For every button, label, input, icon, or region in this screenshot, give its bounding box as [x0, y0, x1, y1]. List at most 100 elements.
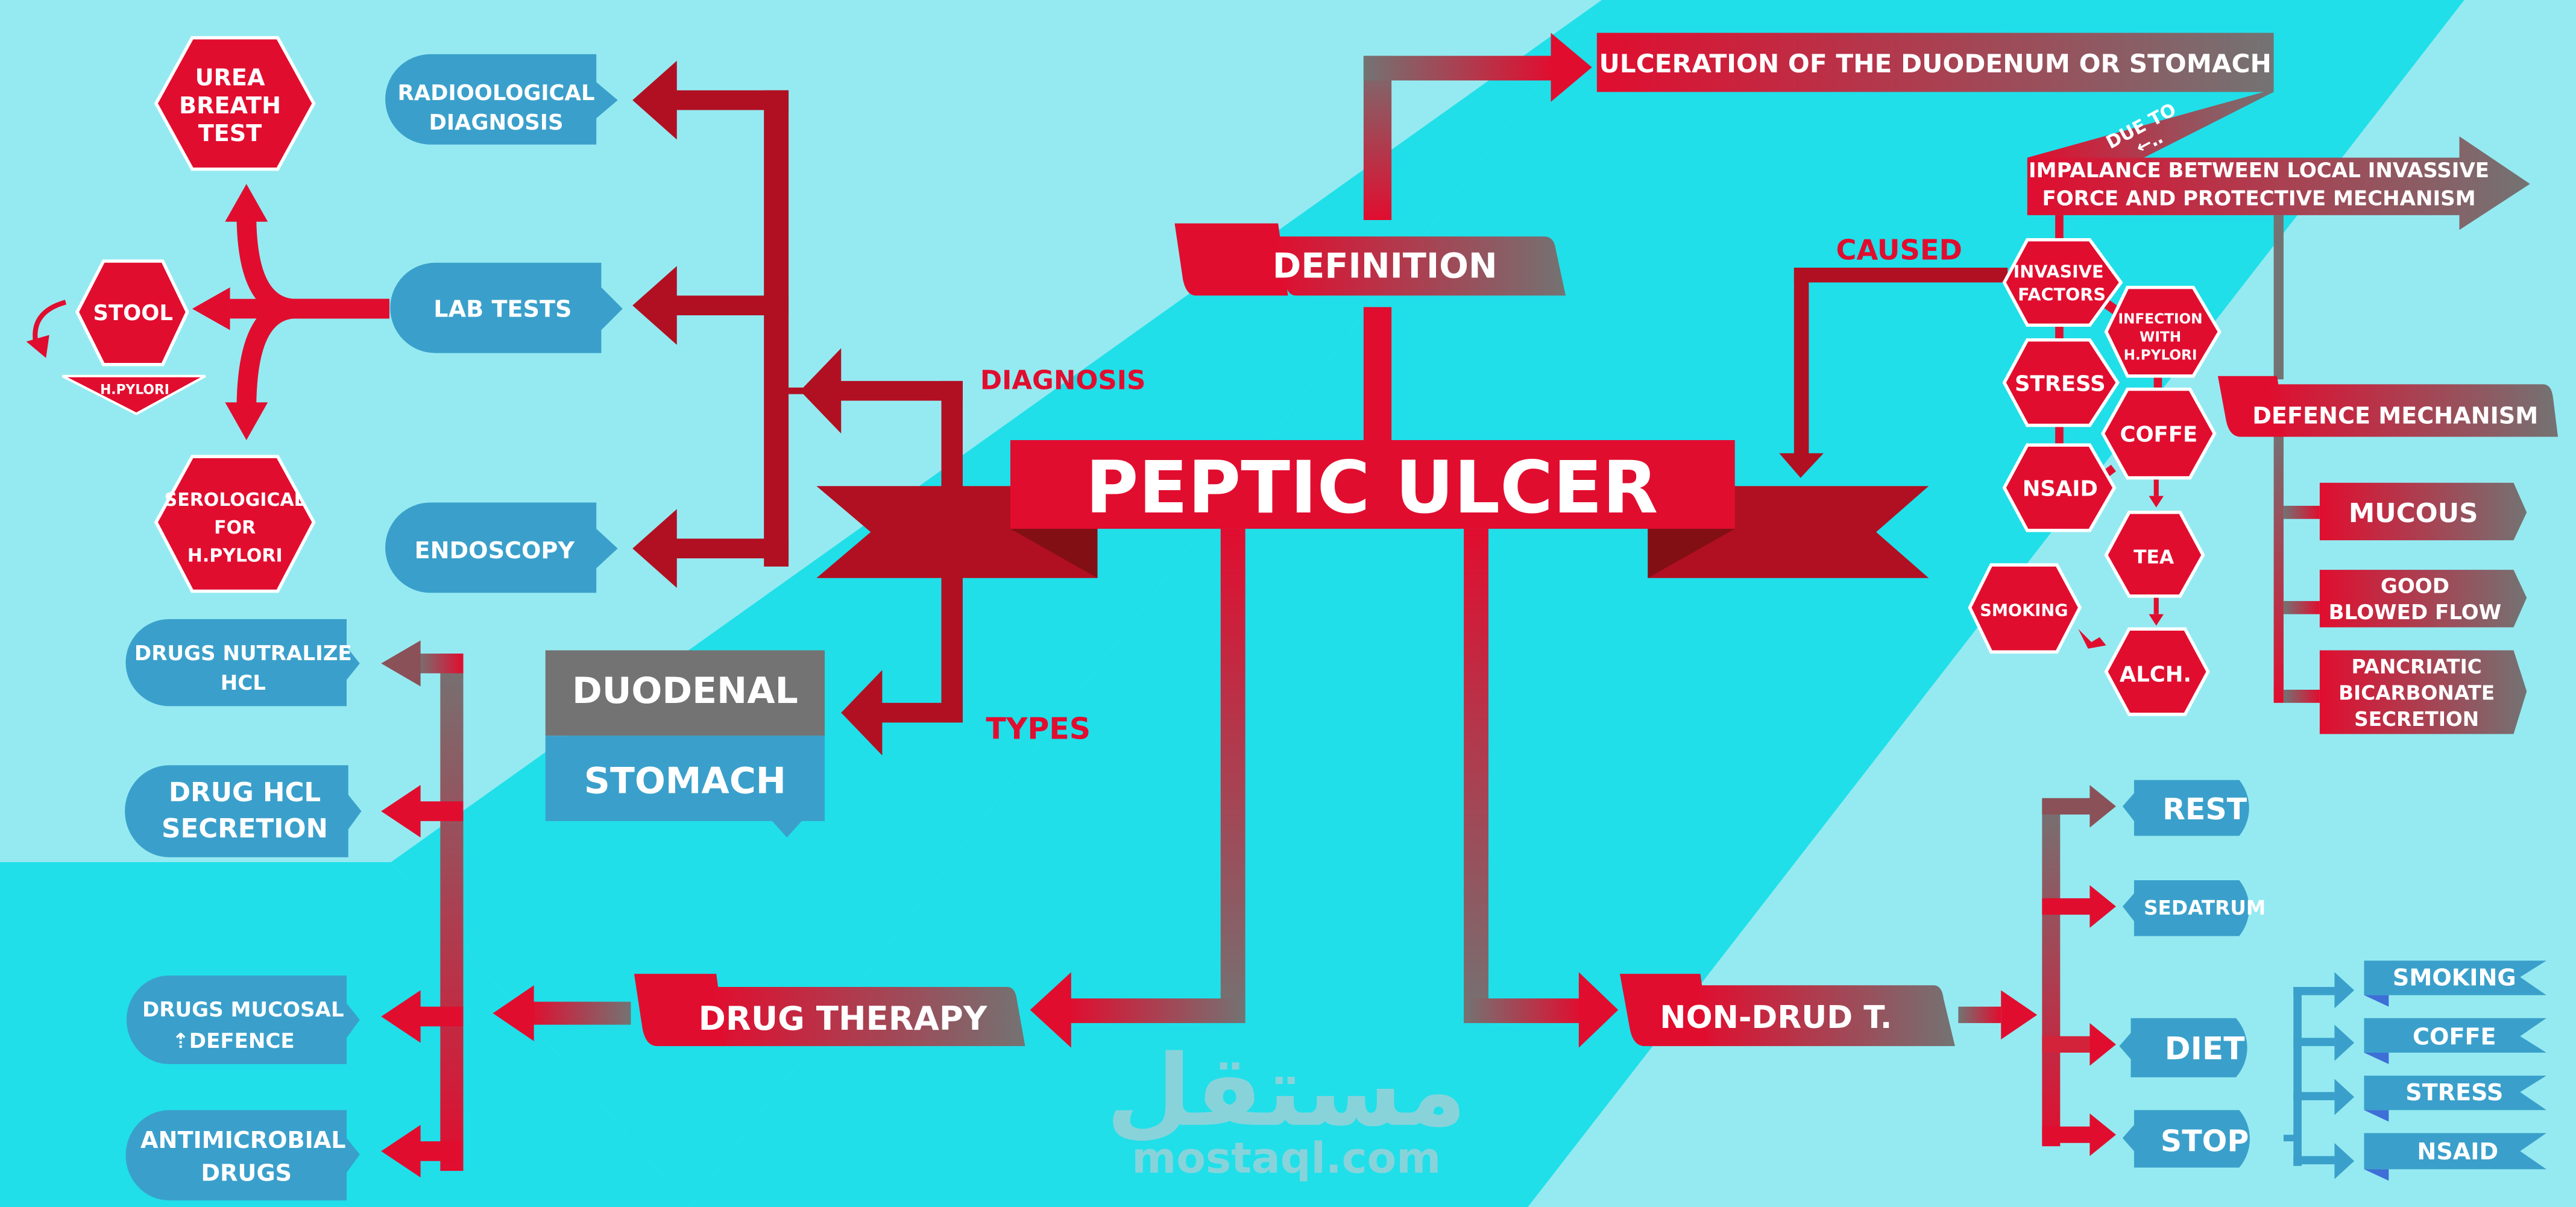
stop-smoking-text: SMOKING [2393, 964, 2516, 991]
infection-hex: INFECTION WITH H.PYLORI [2104, 285, 2222, 378]
urea-line-2: BREATH [179, 92, 281, 119]
definition-label: DEFINITION [1174, 223, 1566, 296]
duodenal-text: DUODENAL [572, 670, 798, 712]
stomach-text: STOMACH [584, 760, 786, 802]
non-drug-item-stop[interactable]: STOP [2122, 1110, 2250, 1168]
blood-flow-line-2: BLOWED FLOW [2329, 600, 2502, 625]
invasive-factors-hex: INVASIVE FACTORS [2002, 238, 2123, 327]
defence-item-blood-flow: GOOD BLOWED FLOW [2319, 570, 2527, 628]
serological-line-3: H.PYLORI [187, 546, 283, 567]
stress-hex: STRESS [2002, 338, 2120, 427]
diet-text: DIET [2165, 1031, 2246, 1067]
lab-tests-arrows [230, 213, 389, 411]
antimicrobial-line-2: DRUGS [201, 1159, 292, 1186]
stop-stress-text: STRESS [2405, 1079, 2503, 1106]
definition-connectors [1363, 33, 1592, 440]
caused-label: CAUSED [1836, 233, 1962, 266]
alch-hex: ALCH. [2104, 627, 2210, 716]
non-drug-item-diet[interactable]: DIET [2119, 1018, 2247, 1077]
nsaid-hex: NSAID [2002, 443, 2117, 532]
stop-item-coffe[interactable]: COFFE [2364, 1018, 2546, 1065]
central-title: PEPTIC ULCER [1086, 446, 1658, 530]
drug-item-antimicrobial[interactable]: ANTIMICROBIAL DRUGS [125, 1110, 360, 1201]
sedatrum-text: SEDATRUM [2144, 897, 2266, 919]
antimicrobial-line-1: ANTIMICROBIAL [140, 1127, 346, 1153]
infection-line-1: INFECTION [2118, 312, 2203, 327]
background-cyan-lower [391, 0, 1602, 1207]
infection-line-3: H.PYLORI [2124, 348, 2197, 364]
definition-box: ULCERATION OF THE DUODENUM OR STOMACH DU… [1596, 33, 2274, 159]
alch-text: ALCH. [2120, 662, 2191, 687]
drug-item-neutralize[interactable]: DRUGS NUTRALIZE HCL [125, 619, 360, 707]
defence-connectors [2273, 215, 2320, 703]
infection-line-2: WITH [2140, 330, 2181, 345]
type-duodenal[interactable]: DUODENAL [545, 650, 825, 736]
defence-item-bicarbonate: PANCRIATIC BICARBONATE SECRETION [2319, 650, 2527, 734]
stop-nsaid-text: NSAID [2417, 1138, 2498, 1165]
drug-item-mucosal-defence[interactable]: DRUGS MUCOSAL ⇡DEFENCE [126, 975, 360, 1065]
stop-coffe-text: COFFE [2413, 1023, 2496, 1050]
lab-tests-arrowheads [192, 184, 268, 440]
h-pylori-badge: H.PYLORI [61, 374, 206, 415]
drug-therapy-text: DRUG THERAPY [699, 999, 987, 1038]
non-drug-text: NON-DRUD T. [1660, 1000, 1892, 1036]
nsaid-text: NSAID [2023, 477, 2098, 502]
non-drug-connectors [1464, 529, 2116, 1156]
hcl-secretion-line-1: DRUG HCL [169, 778, 321, 808]
caused-connectors [1779, 267, 2008, 478]
urea-line-3: TEST [198, 120, 262, 147]
mucosal-line-2: ⇡DEFENCE [172, 1029, 294, 1053]
diagnosis-item-endoscopy[interactable]: ENDOSCOPY [385, 502, 618, 593]
defence-label: DEFENCE MECHANISM [2217, 376, 2559, 437]
watermark-arabic: مستقل [1106, 1033, 1467, 1149]
drug-therapy-connectors [381, 529, 1245, 1177]
smoking-hex: SMOKING [1968, 563, 2082, 654]
stool-text: STOOL [93, 301, 173, 326]
coffe-text: COFFE [2120, 423, 2197, 447]
bicarbonate-line-2: BICARBONATE [2338, 681, 2495, 704]
serological-line-2: FOR [214, 517, 256, 538]
h-pylori-text: H.PYLORI [100, 383, 169, 398]
definition-statement: ULCERATION OF THE DUODENUM OR STOMACH [1599, 49, 2272, 78]
central-ribbon: PEPTIC ULCER [816, 440, 1929, 578]
defence-item-mucous: MUCOUS [2319, 482, 2527, 541]
urea-breath-test-hex: UREA BREATH TEST [154, 36, 316, 171]
stool-arrowhead-icon [26, 335, 49, 358]
tea-text: TEA [2134, 546, 2174, 568]
watermark-latin: mostaql.com [1132, 1133, 1441, 1183]
bicarbonate-line-1: PANCRIATIC [2352, 655, 2482, 678]
blood-flow-line-1: GOOD [2381, 574, 2449, 598]
imbalance-line-2: FORCE AND PROTECTIVE MECHANISM [2042, 186, 2475, 210]
non-drug-label[interactable]: NON-DRUD T. [1619, 974, 1955, 1047]
non-drug-item-rest[interactable]: REST [2122, 780, 2249, 836]
stop-text: STOP [2161, 1123, 2249, 1158]
stop-item-smoking[interactable]: SMOKING [2364, 960, 2546, 1007]
bicarbonate-line-3: SECRETION [2354, 708, 2479, 731]
stop-item-nsaid[interactable]: NSAID [2364, 1133, 2546, 1181]
endoscopy-text: ENDOSCOPY [415, 537, 575, 564]
types-connectors [841, 558, 963, 755]
invasive-connectors [2055, 215, 2164, 649]
tea-hex: TEA [2104, 511, 2205, 598]
stress-text: STRESS [2015, 371, 2106, 396]
neutralize-line-2: HCL [221, 671, 266, 695]
stool-curved-arrow-icon [33, 300, 67, 345]
type-stomach[interactable]: STOMACH [545, 736, 825, 838]
diagnosis-item-radiological[interactable]: RADIOOLOGICAL DIAGNOSIS [385, 54, 618, 145]
hcl-secretion-line-2: SECRETION [162, 814, 328, 844]
radiological-line-1: RADIOOLOGICAL [397, 81, 594, 106]
non-drug-item-sedatrum[interactable]: SEDATRUM [2122, 880, 2266, 936]
diagnosis-item-lab-tests[interactable]: LAB TESTS [390, 262, 623, 353]
imbalance-box: IMPALANCE BETWEEN LOCAL INVASSIVE FORCE … [2027, 136, 2530, 230]
serological-line-1: SEROLOGICAL [165, 490, 306, 511]
invasive-line-1: INVASIVE [2014, 261, 2104, 282]
rest-text: REST [2162, 792, 2247, 827]
definition-text: DEFINITION [1273, 246, 1497, 286]
radiological-line-2: DIAGNOSIS [429, 110, 563, 135]
drug-therapy-label[interactable]: DRUG THERAPY [634, 974, 1025, 1047]
urea-line-1: UREA [195, 65, 265, 91]
diagnosis-label: DIAGNOSIS [980, 366, 1145, 396]
diagnosis-connectors [632, 60, 963, 588]
drug-item-hcl-secretion[interactable]: DRUG HCL SECRETION [125, 765, 362, 857]
